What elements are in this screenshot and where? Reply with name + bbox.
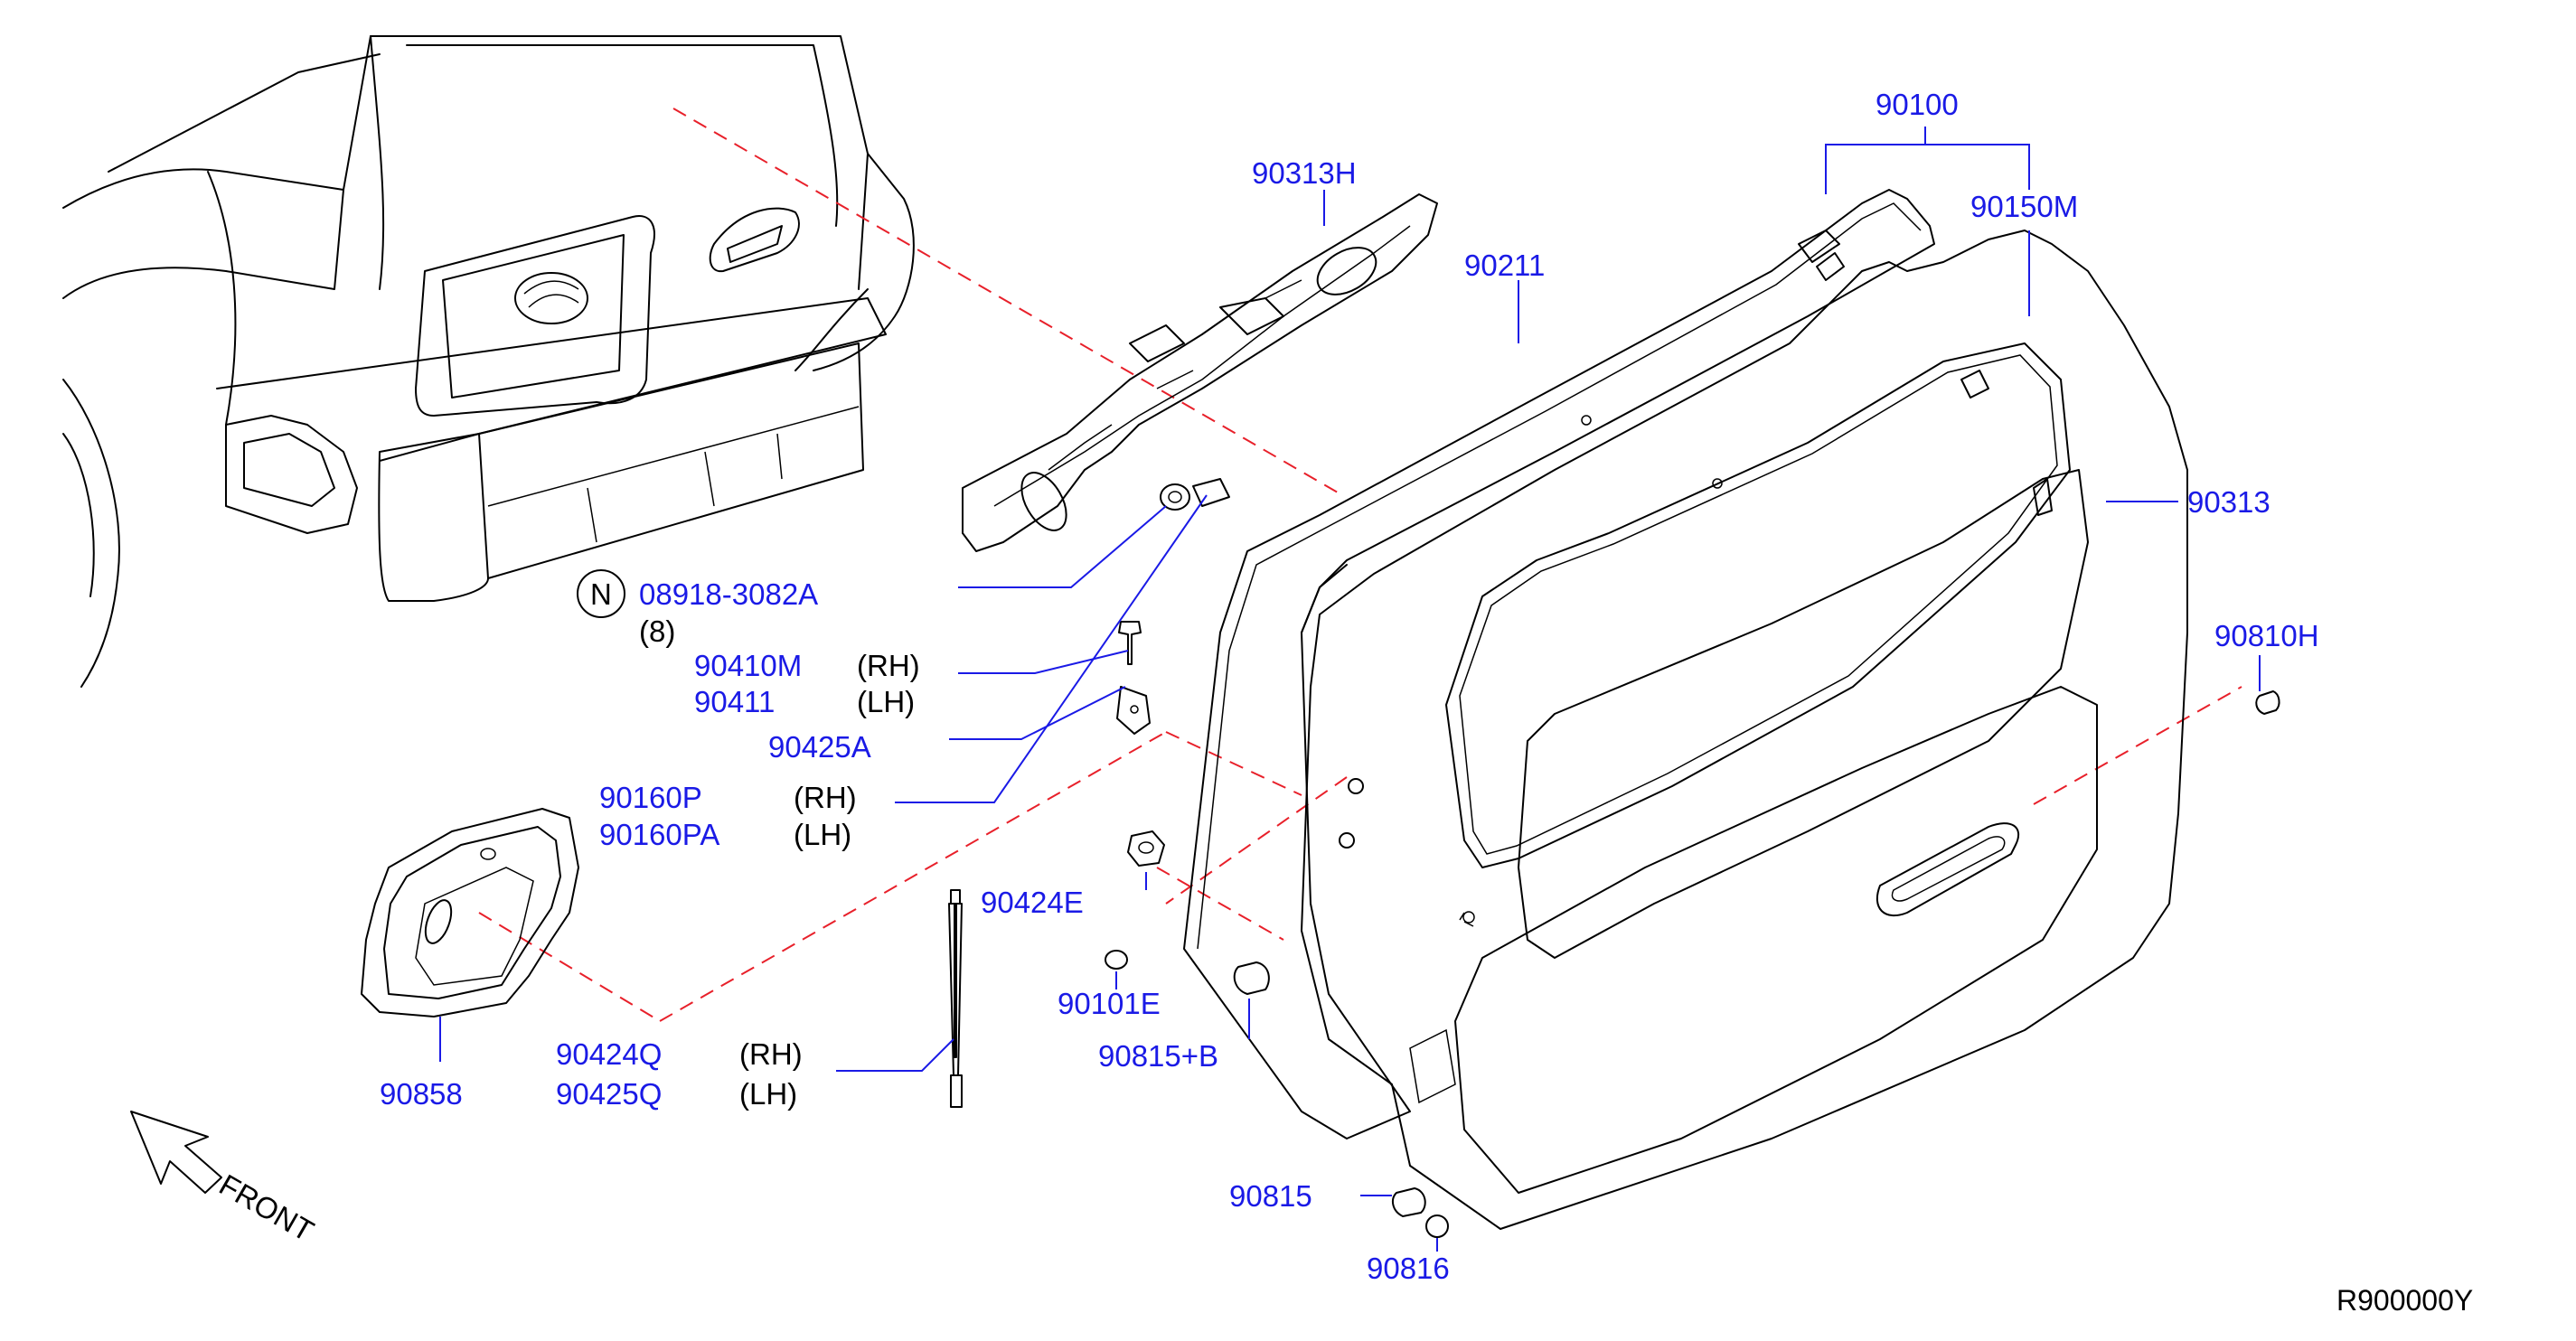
reference-code: R900000Y <box>2336 1284 2473 1317</box>
note-symbol: N <box>590 577 612 611</box>
alignment-lines <box>478 108 2242 1022</box>
label-90424Q: 90424Q <box>556 1037 662 1071</box>
label-90150M: 90150M <box>1970 190 2078 223</box>
side-90160PA: (LH) <box>794 818 851 851</box>
side-90160P: (RH) <box>794 781 857 814</box>
front-arrow-icon <box>130 1111 222 1194</box>
label-90211: 90211 <box>1464 249 1545 282</box>
front-label: FRONT <box>214 1168 320 1248</box>
side-90425Q: (LH) <box>739 1077 797 1111</box>
side-90410M: (RH) <box>857 649 920 682</box>
label-08918-3082A: 08918-3082A <box>639 577 818 611</box>
label-90160P: 90160P <box>599 781 702 814</box>
gas-strut-part <box>948 889 963 1108</box>
leader-lines <box>439 127 2261 1252</box>
part-labels: 90100 90150M 90313H 90211 90313 90810H N… <box>380 88 2473 1317</box>
label-90101E: 90101E <box>1058 987 1161 1020</box>
label-90160PA: 90160PA <box>599 818 719 851</box>
label-90816: 90816 <box>1367 1252 1450 1285</box>
label-90425A: 90425A <box>768 730 871 764</box>
vehicle-rear-illustration <box>62 35 915 688</box>
hinge-bracket-part <box>962 193 1438 552</box>
hardware-items <box>1105 478 2280 1238</box>
qty-08918-3082A: (8) <box>639 614 675 648</box>
label-90815B: 90815+B <box>1098 1039 1218 1073</box>
label-90810H: 90810H <box>2214 619 2319 652</box>
label-90425Q: 90425Q <box>556 1077 662 1111</box>
label-90424E: 90424E <box>981 886 1084 919</box>
label-90100: 90100 <box>1876 88 1959 121</box>
back-door-assembly <box>1183 189 2188 1230</box>
label-90815: 90815 <box>1229 1179 1312 1213</box>
side-90424Q: (RH) <box>739 1037 803 1071</box>
trim-cover-part <box>361 808 579 1017</box>
label-90313: 90313 <box>2187 485 2270 519</box>
note-symbol-icon <box>577 569 625 618</box>
label-90411: 90411 <box>694 685 775 718</box>
label-90858: 90858 <box>380 1077 463 1111</box>
label-90410M: 90410M <box>694 649 802 682</box>
side-90411: (LH) <box>857 685 915 718</box>
label-90313H: 90313H <box>1252 156 1357 190</box>
